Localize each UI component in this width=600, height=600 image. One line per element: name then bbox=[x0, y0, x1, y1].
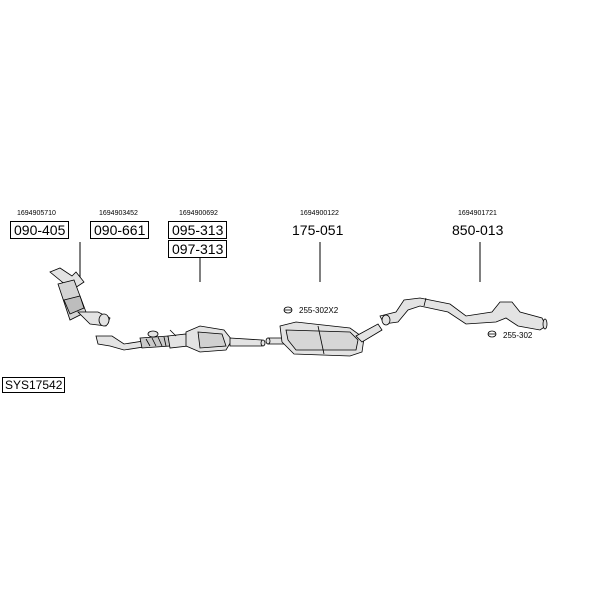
oem-number-rear-pipe: 1694901721 bbox=[458, 210, 497, 217]
part-number-box[interactable]: 090-405 bbox=[10, 221, 70, 239]
oem-number-front-pipe: 1694900692 bbox=[179, 210, 218, 217]
part-number-box[interactable]: 097-313 bbox=[168, 240, 228, 258]
part-number-box[interactable]: 090-661 bbox=[90, 221, 150, 239]
part-number-box[interactable]: 095-313 bbox=[168, 221, 228, 239]
catalytic-converter[interactable] bbox=[49, 267, 111, 327]
oem-number-catalyst-alt: 1694903452 bbox=[99, 210, 138, 217]
oem-number-catalyst: 1694905710 bbox=[17, 210, 56, 217]
clamp-label[interactable]: 255-302 bbox=[503, 331, 533, 340]
rear-pipe[interactable] bbox=[379, 297, 548, 331]
intermediate-catalyst[interactable] bbox=[185, 325, 266, 353]
part-number-label[interactable]: 175-051 bbox=[292, 222, 344, 238]
clamp-icon-pair bbox=[283, 306, 293, 314]
clamp-label[interactable]: 255-302X2 bbox=[299, 306, 339, 315]
system-code-label: SYS17542 bbox=[2, 377, 66, 393]
clamp-icon-single bbox=[487, 330, 497, 338]
middle-silencer[interactable] bbox=[265, 321, 383, 357]
part-number-label[interactable]: 850-013 bbox=[452, 222, 504, 238]
front-pipe[interactable] bbox=[95, 329, 189, 351]
oem-number-middle-silencer: 1694900122 bbox=[300, 210, 339, 217]
